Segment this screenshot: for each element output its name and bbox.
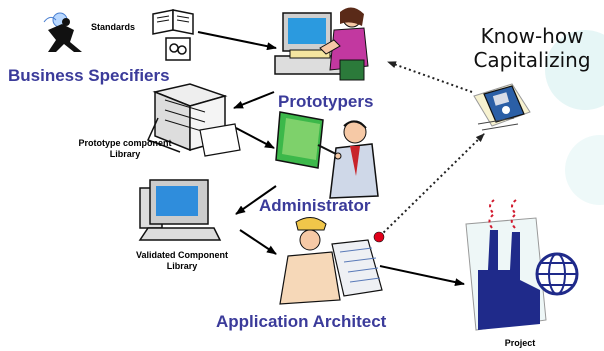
knowhow-capitalizing-label: Know-how Capitalizing [464,24,600,72]
standards-label: Standards [91,22,136,32]
knowhow-line2: Capitalizing [473,48,591,72]
validated-library-line1: Validated Component [135,250,228,260]
business-specifiers-label: Business Specifiers [8,66,170,85]
prototypers-label: Prototypers [278,92,374,111]
dotted-arrow-architect-to-knowhow [379,133,485,237]
arrow-prototypers-to-prototype-library [233,91,275,109]
arrow-prototype-library-to-administrator [235,127,275,149]
teal-decoration [545,30,604,205]
floppy-disk-icon [473,83,531,131]
validated-library-line2: Library [166,261,198,271]
project-label: Project [504,338,536,348]
prototyper-at-computer-icon [274,7,369,81]
arrow-architect-to-project [379,265,465,287]
book-icon [152,9,194,35]
validated-library-label: Validated Component Library [112,250,252,272]
dotted-arrow-knowhow-to-prototypers [387,61,473,93]
flow-arrows [197,31,465,287]
computer-icon [138,179,222,241]
administrator-label: Administrator [259,196,371,215]
arrow-standards-to-prototypers [197,31,277,51]
prototype-library-label: Prototype component Library [40,138,210,160]
knowhow-arrows [373,61,485,243]
knowhow-line1: Know-how [480,24,584,48]
application-architect-label: Application Architect [216,312,387,331]
factory-globe-icon [465,199,579,331]
architect-with-blueprint-icon [279,217,383,305]
business-person-icon [43,12,82,52]
file-cabinet-icon [146,83,241,157]
prototype-library-line2: Library [109,149,141,159]
teacher-at-board-icon [275,111,379,199]
accent-dot [373,231,385,243]
arrow-administrator-to-validated-library [235,185,277,215]
arrow-validated-library-to-architect [239,229,277,255]
prototype-library-line1: Prototype component [78,138,172,148]
document-icon [165,37,191,61]
